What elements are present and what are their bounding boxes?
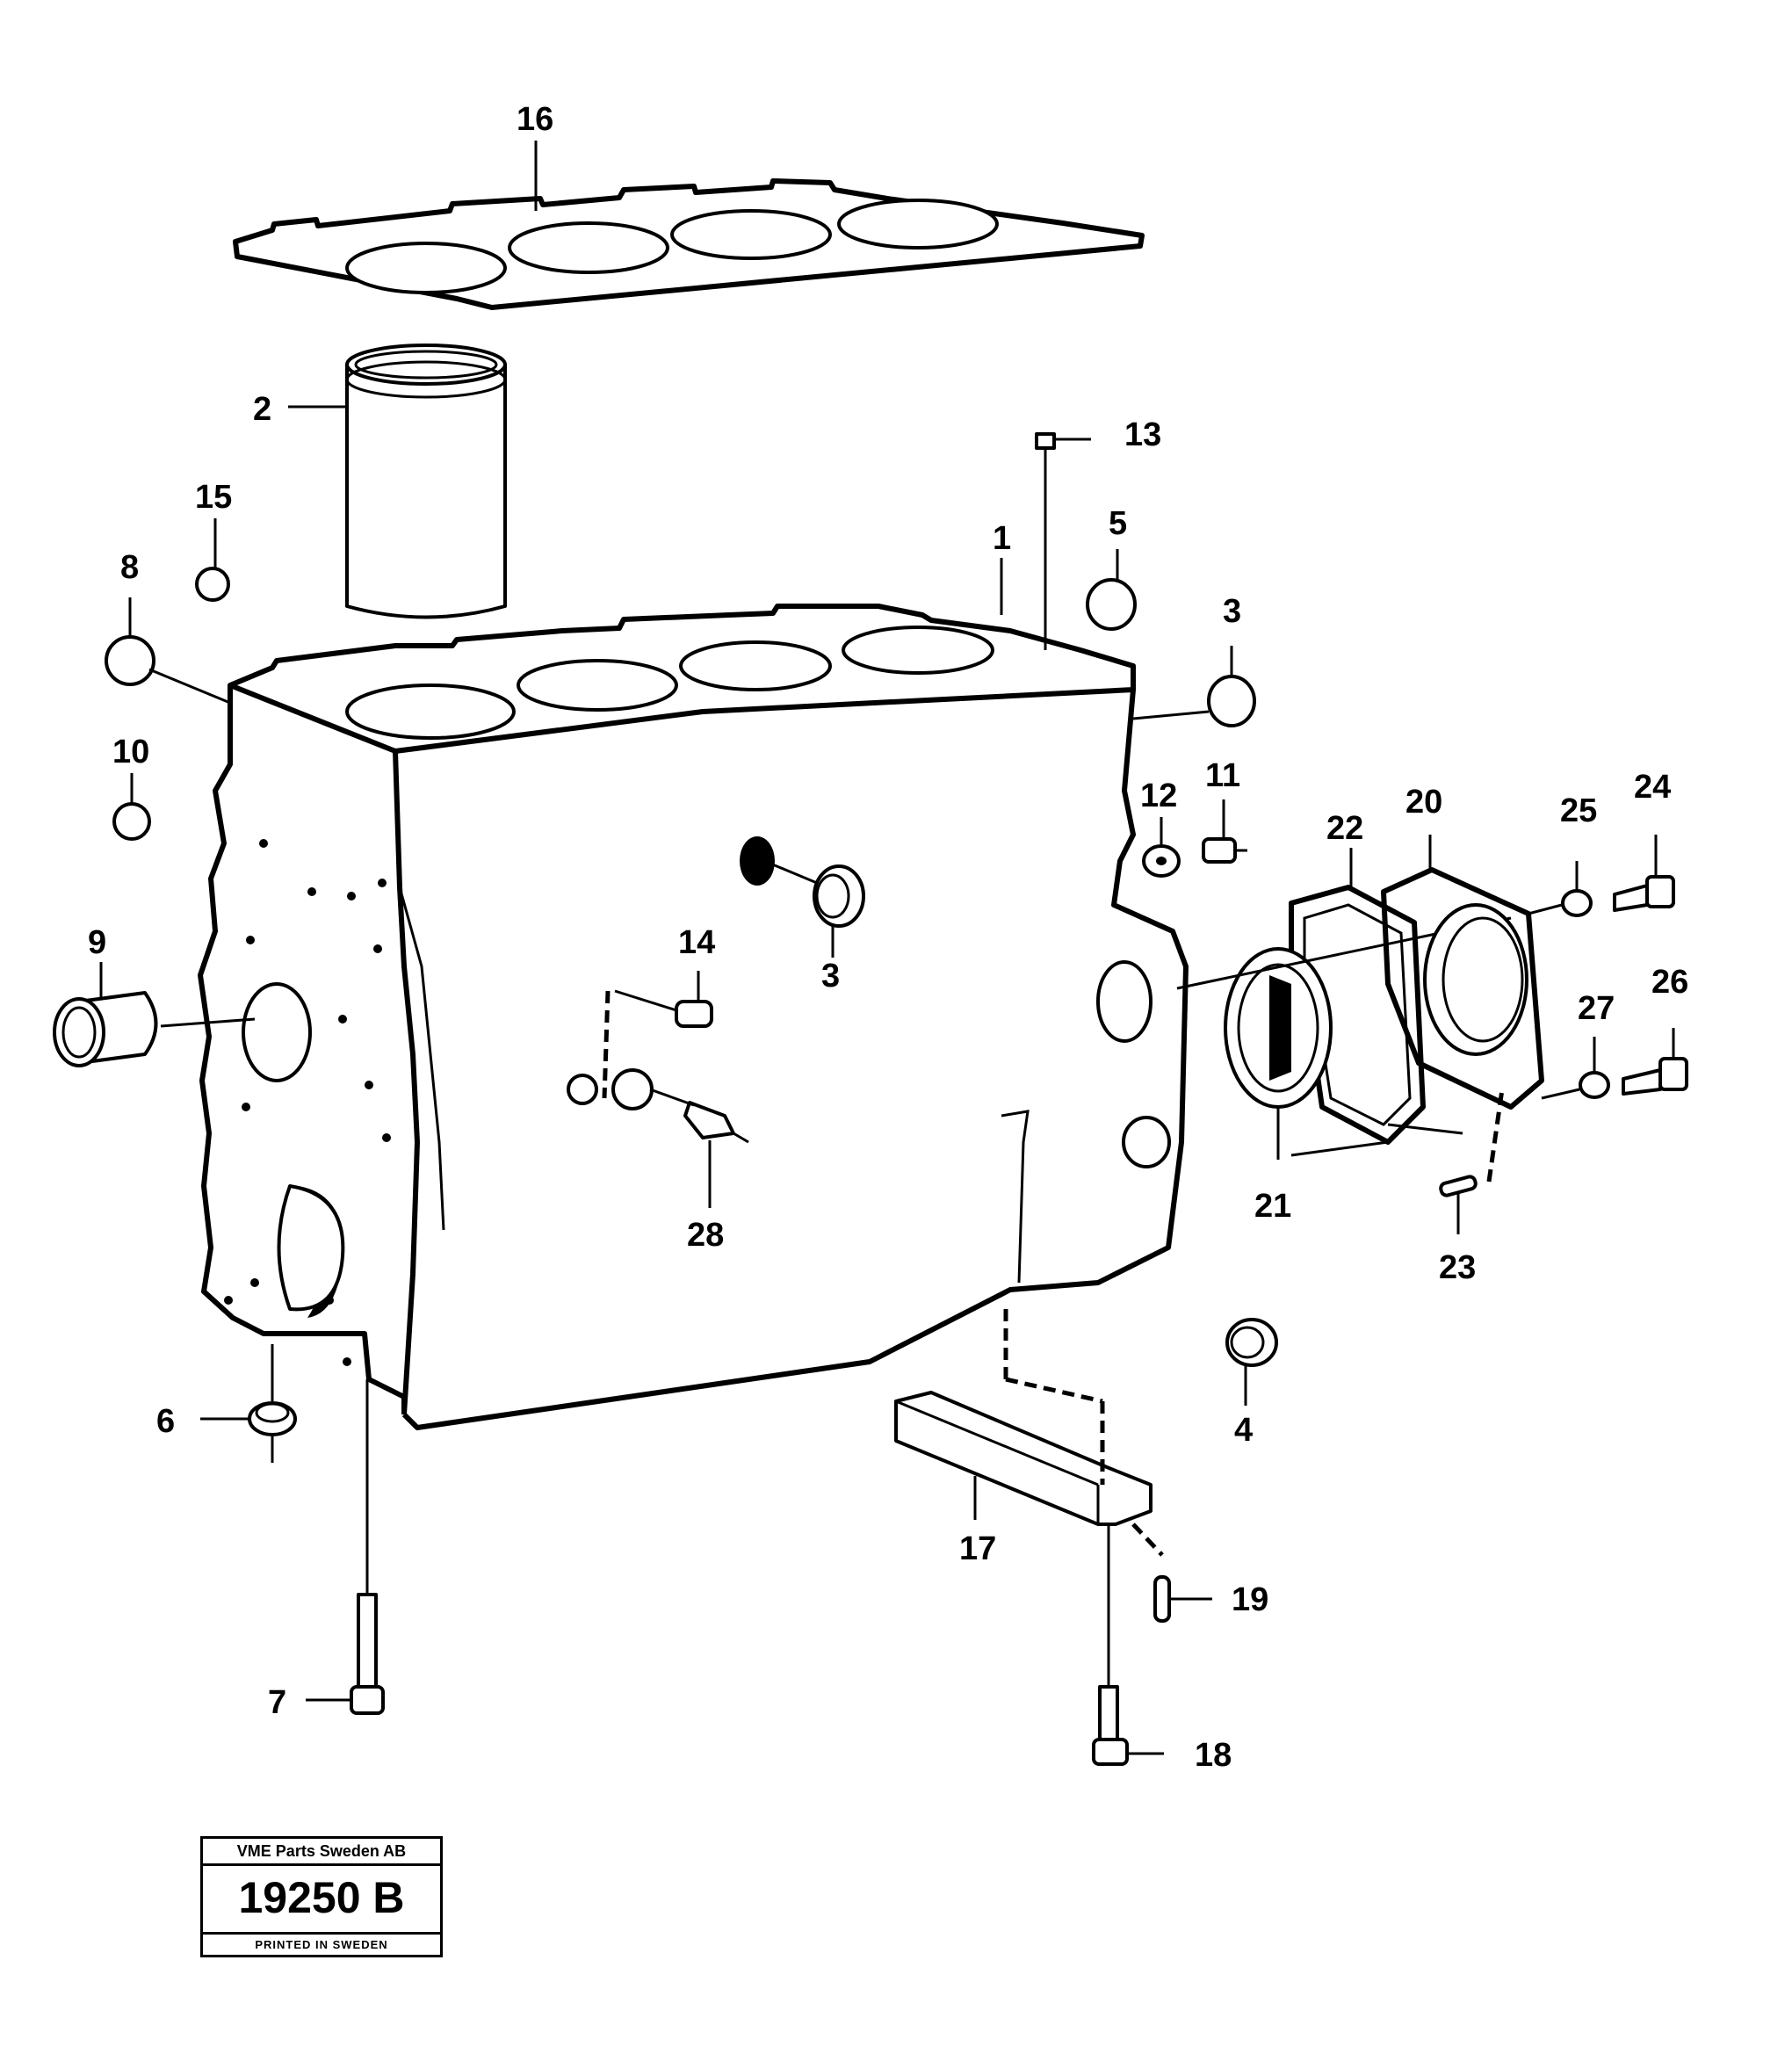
core-plug-top-right <box>1132 646 1256 727</box>
callout-1: 1 <box>993 520 1011 557</box>
callout-15: 15 <box>195 479 232 516</box>
engine-block <box>198 604 1189 1430</box>
core-plug-5 <box>1086 549 1137 631</box>
bolt-26 <box>1622 1028 1688 1096</box>
core-plug-8 <box>105 597 231 705</box>
stamp-printed-note: PRINTED IN SWEDEN <box>203 1932 440 1955</box>
core-plug-4 <box>1225 1318 1278 1406</box>
callout-7: 7 <box>268 1684 286 1721</box>
stamp-company-name: VME Parts Sweden AB <box>203 1839 440 1866</box>
callout-18: 18 <box>1195 1737 1232 1774</box>
sensor-28 <box>567 1068 749 1208</box>
plug-6 <box>200 1344 297 1463</box>
plug-11 <box>1202 799 1247 864</box>
callout-16: 16 <box>517 101 553 138</box>
washer-25 <box>1528 861 1593 917</box>
callout-28: 28 <box>687 1217 724 1254</box>
callout-12: 12 <box>1140 778 1177 814</box>
plug-13 <box>1035 432 1091 650</box>
screw-14 <box>602 971 713 1099</box>
callout-9: 9 <box>88 924 106 961</box>
callout-17: 17 <box>959 1530 996 1567</box>
callout-25: 25 <box>1560 792 1597 829</box>
callout-23: 23 <box>1439 1249 1476 1286</box>
plug-10 <box>112 773 151 841</box>
plug-15 <box>195 518 230 602</box>
callout-21: 21 <box>1254 1188 1291 1225</box>
dowel-pin-19 <box>1131 1523 1212 1623</box>
bearing-bridge-17 <box>894 1309 1153 1526</box>
stamp-drawing-number: 19250 B <box>238 1873 405 1922</box>
callout-19: 19 <box>1232 1581 1268 1618</box>
callout-14: 14 <box>678 924 715 961</box>
drawing-stamp: VME Parts Sweden AB 19250 B PRINTED IN S… <box>200 1836 443 1957</box>
callout-24: 24 <box>1634 769 1671 806</box>
callout-8: 8 <box>120 549 139 586</box>
callout-20: 20 <box>1405 784 1442 821</box>
callout-22: 22 <box>1326 810 1363 847</box>
bolt-7 <box>306 1379 385 1715</box>
cylinder-head-gasket <box>233 178 1145 310</box>
washer-12 <box>1142 817 1181 878</box>
core-plug-side <box>763 859 865 958</box>
bolt-24 <box>1613 835 1675 912</box>
callout-6: 6 <box>156 1403 175 1440</box>
callout-2: 2 <box>253 391 271 428</box>
callout-3-side: 3 <box>821 958 840 995</box>
washer-27 <box>1541 1037 1610 1100</box>
bushing-9 <box>53 962 256 1067</box>
cylinder-liner <box>345 344 507 619</box>
callout-10: 10 <box>112 734 149 770</box>
callout-27: 27 <box>1578 990 1615 1027</box>
callout-3-top-right: 3 <box>1223 593 1241 630</box>
callout-13: 13 <box>1124 416 1161 453</box>
dowel-pin-23 <box>1387 1089 1505 1234</box>
callout-5: 5 <box>1109 505 1127 542</box>
callout-11: 11 <box>1205 757 1240 794</box>
cover-20 <box>1381 835 1544 1110</box>
callout-4: 4 <box>1234 1412 1253 1449</box>
callout-26: 26 <box>1651 964 1688 1001</box>
bolt-18 <box>1092 1524 1164 1766</box>
